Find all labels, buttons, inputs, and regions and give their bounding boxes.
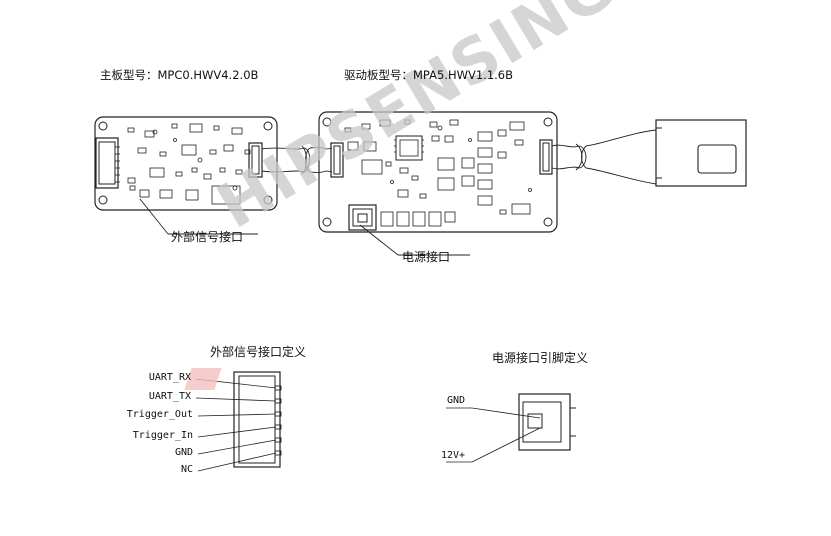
sensor-module	[655, 119, 747, 187]
external-pinout-title: 外部信号接口定义	[210, 345, 307, 359]
pin-label-trigger-out: Trigger_Out	[126, 409, 193, 420]
pin-label-trigger-in: Trigger_In	[132, 430, 193, 441]
external-port-callout: 外部信号接口	[171, 230, 244, 244]
pin-label-uart-rx: UART_RX	[148, 372, 191, 383]
fpc-cable	[261, 145, 333, 175]
main-board-label: 主板型号：MPC0.HWV4.2.0B	[100, 68, 259, 82]
external-pinout-drawing	[195, 371, 282, 472]
pin-label-nc: NC	[180, 464, 193, 475]
pin-label-gnd: GND	[174, 447, 193, 458]
power-pin-label-12v: 12V+	[441, 450, 466, 461]
sensor-cable	[551, 129, 657, 185]
callout-leaders	[139, 198, 470, 256]
pin-label-uart-tx: UART_TX	[148, 391, 191, 402]
power-pinout-drawing	[446, 393, 576, 463]
power-pin-label-gnd: GND	[447, 395, 466, 406]
driver-board-label: 驱动板型号：MPA5.HWV1.1.6B	[344, 68, 513, 82]
driver-board	[318, 111, 558, 233]
power-port-callout: 电源接口	[402, 250, 451, 264]
power-pinout-title: 电源接口引脚定义	[492, 351, 589, 365]
main-board	[94, 116, 278, 211]
